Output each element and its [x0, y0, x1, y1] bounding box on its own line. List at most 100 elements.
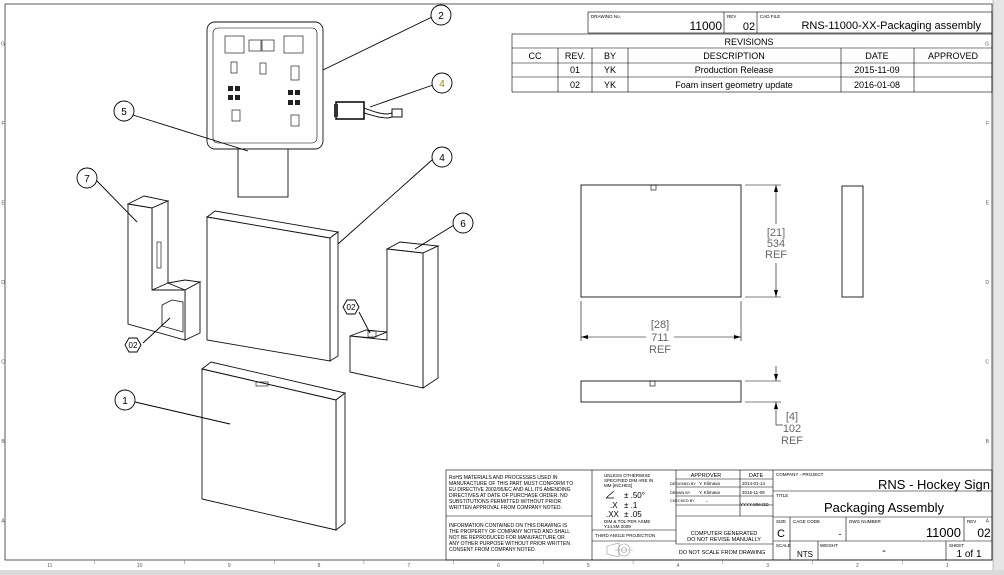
tol-line-2: SPECIFIED DIM ARE IN: [604, 478, 653, 483]
designed-date: 2014-01-14: [742, 481, 766, 486]
zone-label-left: E: [1, 201, 5, 207]
rev-row-1-date: 2015-11-09: [854, 65, 899, 75]
dim-width-ref: REF: [649, 344, 671, 356]
tol-angle: ± .50°: [624, 491, 645, 500]
tol-line-3: MM [INCHES]: [604, 483, 632, 488]
part-4-power-supply: [334, 101, 403, 120]
title-strip: DRAWING No. 11000 REV 02 CAD FILE RNS-11…: [587, 11, 993, 34]
weight-label: WEIGHT: [820, 543, 838, 548]
balloon-6-label: 6: [460, 219, 466, 230]
balloon-7: 7: [76, 167, 98, 189]
rev-header-by: BY: [604, 51, 616, 61]
balloon-02a-label: 02: [347, 303, 356, 312]
info-line-3: NOT BE REPRODUCED FOR MANUFACTURE OR: [449, 535, 565, 541]
cad-file-value: RNS-11000-XX-Packaging assembly: [801, 20, 981, 32]
balloon-02b-label: 02: [129, 341, 138, 350]
balloon-7-label: 7: [84, 174, 90, 185]
balloon-1: 1: [114, 389, 136, 411]
info-line-5: CONSENT FROM COMPANY NOTED.: [449, 547, 536, 553]
cad-file-label: CAD FILE: [760, 14, 780, 19]
balloon-5: 5: [113, 100, 135, 122]
title-block: RoHS MATERIALS AND PROCESSES USED IN MAN…: [445, 469, 993, 561]
rev-row-1-rev: 01: [570, 65, 580, 75]
part-2-sign-panel: [206, 21, 324, 150]
rohs-line-1: RoHS MATERIALS AND PROCESSES USED IN: [449, 475, 558, 481]
rev-row-2-by: YK: [604, 80, 616, 90]
drawing-no-label: DRAWING No.: [591, 14, 621, 19]
checked-by-label: CHECKED BY: [670, 499, 695, 503]
balloon-4-power-supply: 4: [431, 72, 453, 94]
info-line-2: THE PROPERTY OF COMPANY NOTED AND SHALL: [449, 529, 570, 535]
zone-label-left: B: [1, 439, 5, 445]
part-5-foam-sheet: [237, 148, 289, 198]
date-header: DATE: [749, 473, 764, 479]
dim-width-inch: [28]: [651, 319, 669, 331]
zone-label-bottom: 9: [228, 563, 231, 569]
company-label: COMPANY - PROJECT: [776, 472, 824, 477]
rev-row-2-date: 2016-01-08: [854, 80, 900, 90]
part-7-left-insert: [126, 195, 202, 341]
dim-depth-inch: [4]: [786, 411, 798, 423]
zone-label-right: E: [986, 201, 990, 207]
approver-header: APPROVER: [691, 473, 722, 479]
rohs-line-4: DIRECTIVES AT DATE OF PURCHASE ORDER. NO: [449, 493, 568, 499]
rev-value: 02: [743, 21, 755, 33]
part-6-right-insert: [349, 241, 440, 389]
dim-height-mm: 534: [767, 238, 785, 250]
zone-label-bottom: 3: [766, 563, 769, 569]
part-1-outer-box: [200, 361, 347, 531]
dwg-label: DWG NUMBER: [849, 519, 881, 524]
balloon-2-label: 2: [438, 11, 444, 22]
revisions-title: REVISIONS: [724, 37, 773, 47]
rev-header-rev: REV.: [565, 51, 585, 61]
zone-label-bottom: 5: [587, 563, 590, 569]
rev-header-description: DESCRIPTION: [703, 51, 765, 61]
tol-line-1: UNLESS OTHERWISE: [604, 473, 650, 478]
dimension-height: [21] 534 REF: [745, 184, 787, 298]
drawn-by-value: Y. Klimava: [699, 490, 720, 495]
checked-by-value: -: [706, 499, 708, 505]
balloon-5-label: 5: [121, 107, 127, 118]
zone-label-right: F: [986, 121, 989, 127]
computer-generated-1: COMPUTER GENERATED: [691, 531, 758, 537]
balloon-leaders: [96, 16, 455, 425]
balloon-4a-label: 4: [439, 79, 445, 90]
balloon-1-label: 1: [122, 396, 128, 407]
balloon-02-right: 02: [342, 299, 360, 315]
zone-label-right: C: [985, 359, 989, 365]
tol-x-val: ± .1: [624, 501, 638, 510]
table-row: 02 YK Foam insert geometry update 2016-0…: [570, 80, 900, 90]
computer-generated-2: DO NOT REVISE MANUALLY: [687, 537, 761, 543]
rev-header-approved: APPROVED: [928, 51, 979, 61]
dim-height-inch: [21]: [767, 227, 785, 239]
dim-depth-mm: 102: [783, 423, 801, 435]
rev-row-2-description: Foam insert geometry update: [675, 80, 793, 90]
title-label: TITLE: [776, 493, 788, 498]
table-row: 01 YK Production Release 2015-11-09: [570, 65, 900, 75]
right-margin: [993, 0, 1004, 570]
designed-by-value: Y. Klimava: [699, 481, 720, 486]
drawing-title: Packaging Assembly: [824, 500, 944, 515]
dwg-value: 11000: [926, 525, 961, 540]
zone-label-bottom: 6: [497, 563, 500, 569]
dim-height-ref: REF: [765, 249, 787, 261]
rev-label: REV: [727, 14, 736, 19]
zone-label-bottom: 7: [407, 563, 410, 569]
rev-header-cc: CC: [529, 51, 542, 61]
tol-x-label: .X: [610, 501, 618, 510]
rohs-line-5: SUBSTITUTIONS PERMITTED WITHOUT PRIOR: [449, 499, 562, 505]
zone-label-bottom: 11: [47, 563, 52, 569]
zone-label-bottom: 10: [137, 563, 143, 569]
zone-label-left: A: [1, 518, 5, 524]
tol-std-1: DIM & TOL PER ASME: [604, 519, 650, 524]
scale-value: NTS: [797, 550, 813, 559]
rev-row-1-by: YK: [604, 65, 616, 75]
side-view: [841, 185, 864, 298]
info-note: INFORMATION CONTAINED ON THIS DRAWING IS…: [449, 523, 570, 553]
zone-label-right: B: [986, 439, 990, 445]
drawn-date: 2015-11-09: [742, 490, 765, 495]
dimension-width: [28] 711 REF: [580, 301, 742, 356]
